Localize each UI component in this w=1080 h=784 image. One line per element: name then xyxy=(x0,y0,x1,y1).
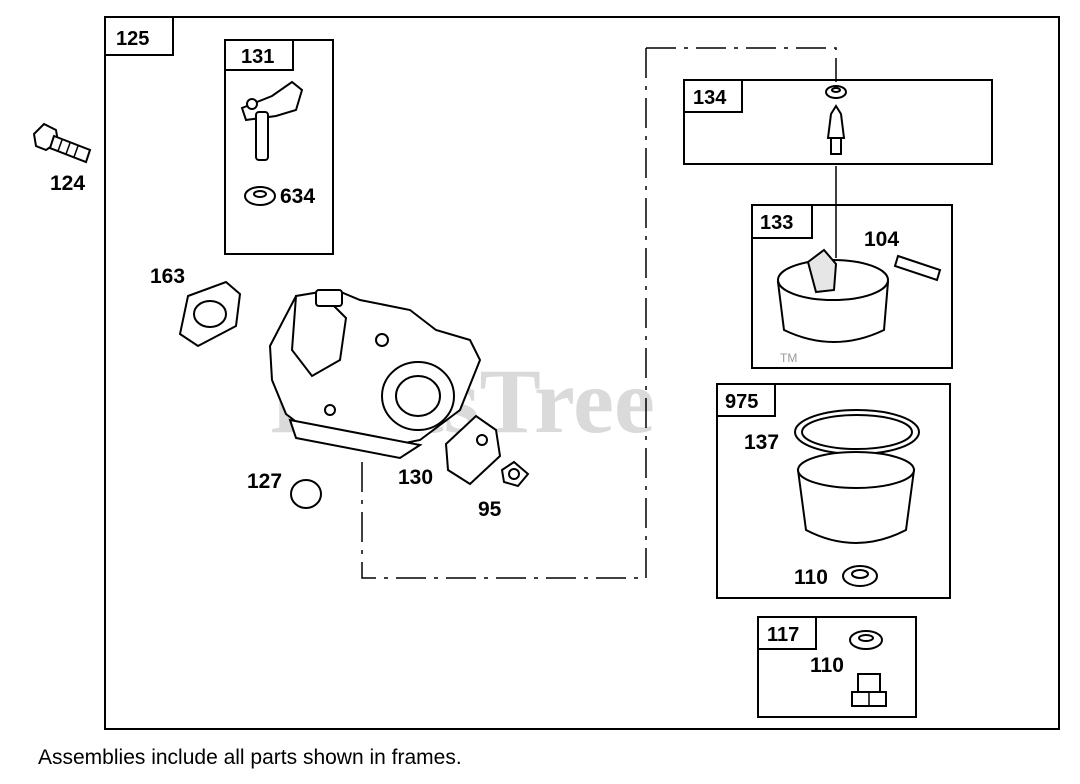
frame-133-tag xyxy=(751,204,813,239)
frame-134 xyxy=(683,79,993,165)
callout-104[interactable]: 104 xyxy=(864,228,899,251)
frame-125-label[interactable]: 125 xyxy=(116,28,149,50)
plate-130-part[interactable] xyxy=(444,414,502,486)
bowl-bolt-117-part[interactable] xyxy=(851,673,887,707)
callout-110-bolt[interactable]: 110 xyxy=(810,654,844,677)
frame-131-tag xyxy=(224,39,294,71)
frame-131-label[interactable]: 131 xyxy=(241,46,274,68)
float-bowl-part[interactable] xyxy=(796,451,916,544)
welch-plug-127-part[interactable] xyxy=(290,479,322,509)
frame-117-label[interactable]: 117 xyxy=(767,624,799,646)
frame-134-label[interactable]: 134 xyxy=(693,87,727,109)
gasket-163-part[interactable] xyxy=(178,280,242,348)
inlet-seat-part[interactable] xyxy=(825,85,847,99)
washer-110-bolt-part[interactable] xyxy=(849,630,883,650)
watermark-trademark: TM xyxy=(780,351,797,365)
callout-163[interactable]: 163 xyxy=(150,265,185,288)
inlet-needle-part[interactable] xyxy=(826,104,846,155)
frame-975-label[interactable]: 975 xyxy=(725,391,758,413)
frame-117-tag xyxy=(757,616,817,650)
callout-130[interactable]: 130 xyxy=(398,466,433,489)
callout-95[interactable]: 95 xyxy=(478,498,502,521)
frame-133 xyxy=(751,204,953,369)
callout-634[interactable]: 634 xyxy=(280,185,315,208)
washer-110-bowl-part[interactable] xyxy=(842,565,878,587)
washer-634-part[interactable] xyxy=(244,186,276,206)
throttle-shaft-part[interactable] xyxy=(240,80,304,161)
frame-134-tag xyxy=(683,79,743,113)
footer-note: Assemblies include all parts shown in fr… xyxy=(38,746,462,769)
frame-131 xyxy=(224,39,334,255)
callout-110-bowl[interactable]: 110 xyxy=(794,566,828,589)
pin-104-part[interactable] xyxy=(893,254,942,282)
frame-125 xyxy=(104,16,1060,730)
callout-124[interactable]: 124 xyxy=(50,172,85,195)
frame-117 xyxy=(757,616,917,718)
screw-95-part[interactable] xyxy=(500,460,530,488)
carburetor-body-part[interactable] xyxy=(268,288,482,460)
frame-133-label[interactable]: 133 xyxy=(760,212,793,234)
gasket-137-part[interactable] xyxy=(794,409,920,455)
float-133-part[interactable] xyxy=(776,248,890,343)
frame-975-tag xyxy=(716,383,776,417)
callout-137[interactable]: 137 xyxy=(744,431,779,454)
callout-127[interactable]: 127 xyxy=(247,470,282,493)
bolt-124-part[interactable] xyxy=(32,122,92,164)
connector-loop xyxy=(361,48,647,579)
frame-975 xyxy=(716,383,951,599)
connector-top xyxy=(646,47,837,82)
frame-125-tag xyxy=(104,16,174,56)
